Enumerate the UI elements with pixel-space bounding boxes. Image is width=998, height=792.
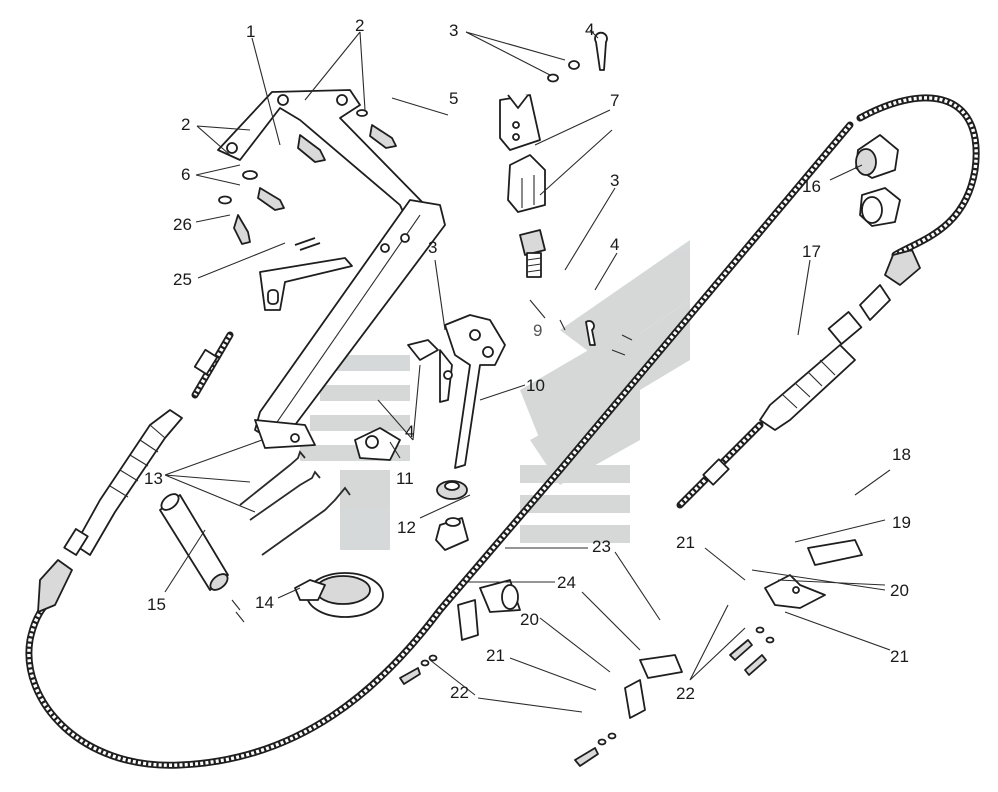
- callout-4c: 4: [405, 422, 414, 441]
- callout-18: 18: [892, 445, 911, 464]
- grommet: [294, 572, 384, 618]
- callout-3a: 3: [449, 21, 458, 40]
- threaded-rod: [519, 229, 596, 346]
- callout-25: 25: [173, 270, 192, 289]
- bushings: [855, 134, 901, 227]
- left-cable-end: [37, 331, 234, 613]
- right-cable-end: [676, 249, 921, 509]
- pivot-nut: [435, 480, 469, 551]
- callout-7: 7: [610, 91, 619, 110]
- main-bracket: [217, 89, 446, 449]
- callout-21b: 21: [890, 647, 909, 666]
- callout-4b: 4: [610, 235, 619, 254]
- callout-11: 11: [396, 469, 414, 488]
- callout-labels: 1 2 2 3 3 3 4 4 4 5 6 7 9 10 11 12 13 14…: [144, 16, 911, 703]
- callout-24: 24: [557, 573, 576, 592]
- callout-2a: 2: [355, 16, 364, 35]
- callout-20a: 20: [890, 581, 909, 600]
- callout-20b: 20: [520, 610, 539, 629]
- cable-loop: [25, 94, 980, 769]
- small-fasteners: [399, 626, 775, 767]
- clevis: [507, 154, 546, 213]
- callout-22b: 22: [676, 684, 695, 703]
- plate: [259, 257, 353, 311]
- callout-16: 16: [802, 177, 821, 196]
- callout-9: 9: [533, 321, 542, 340]
- callout-1: 1: [246, 22, 255, 41]
- callout-21c: 21: [486, 646, 505, 665]
- callout-2b: 2: [181, 115, 190, 134]
- pin: [159, 493, 245, 623]
- leader-lines: [164, 29, 891, 713]
- cable-brackets: [457, 539, 863, 719]
- callout-5: 5: [449, 89, 458, 108]
- callout-14: 14: [255, 593, 274, 612]
- callout-3c: 3: [428, 238, 437, 257]
- bolts: [218, 109, 397, 251]
- callout-19: 19: [892, 513, 911, 532]
- callout-23: 23: [592, 537, 611, 556]
- callout-10: 10: [526, 376, 545, 395]
- callout-12: 12: [397, 518, 416, 537]
- quadrant-plate: [354, 427, 401, 461]
- wire-springs: [239, 450, 351, 556]
- watermark-logo: [300, 240, 690, 550]
- callout-17: 17: [802, 242, 821, 261]
- callout-6: 6: [181, 165, 190, 184]
- clamp-bracket: [499, 31, 608, 151]
- callout-3b: 3: [610, 171, 619, 190]
- callout-22a: 22: [450, 683, 469, 702]
- callout-15: 15: [147, 595, 166, 614]
- callout-21a: 21: [676, 533, 695, 552]
- callout-26: 26: [173, 215, 192, 234]
- callout-4a: 4: [585, 20, 594, 39]
- lever: [407, 314, 506, 469]
- callout-13: 13: [144, 469, 163, 488]
